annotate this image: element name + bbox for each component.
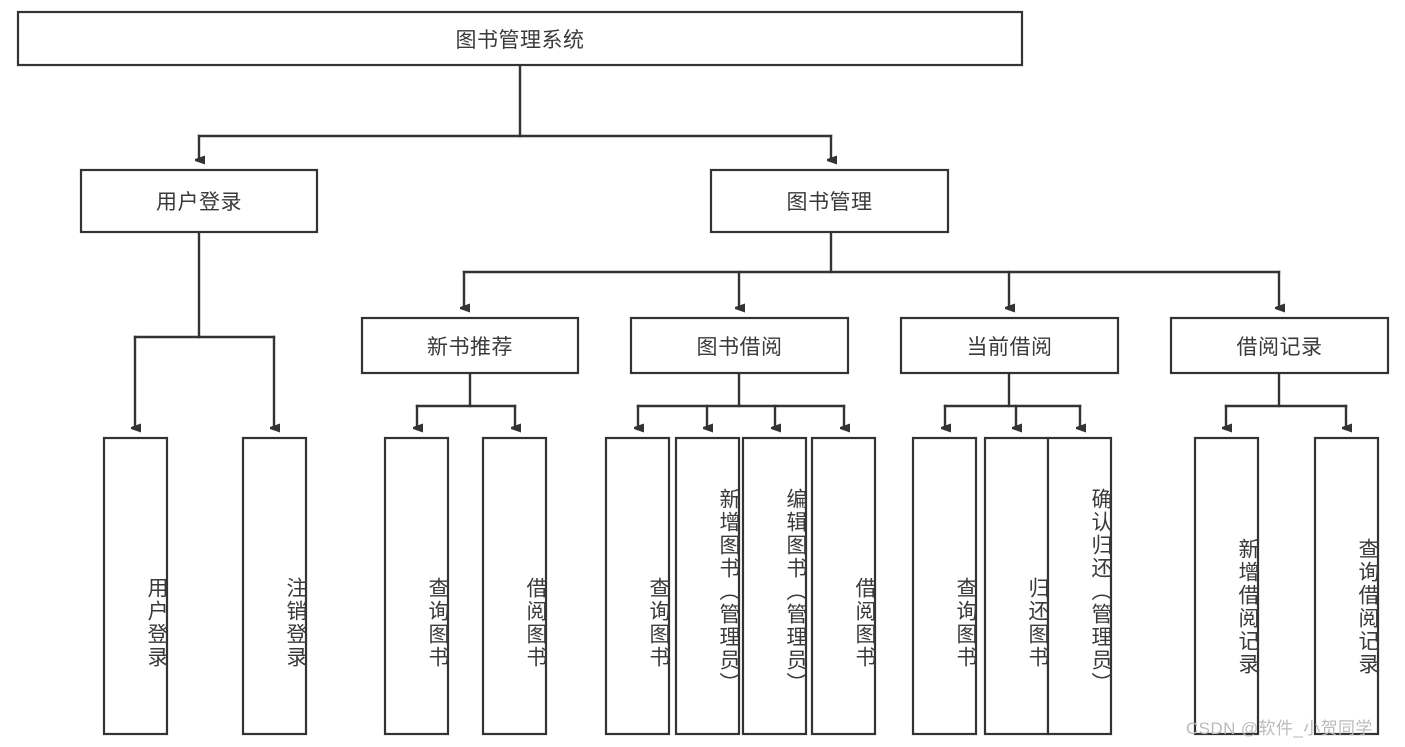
leaf-box-query-book-current[interactable] [911, 436, 978, 736]
connector-group-borrow [638, 371, 844, 428]
node-box-book-manage[interactable] [709, 168, 950, 234]
connector-group-book-manage [464, 230, 1279, 308]
leaf-box-edit-book-admin[interactable] [741, 436, 808, 736]
node-box-book-borrow[interactable] [629, 316, 850, 375]
leaf-box-borrow-book-new[interactable] [481, 436, 548, 736]
node-box-user-login[interactable] [79, 168, 319, 234]
connector-group-borrow-record [1226, 371, 1346, 428]
leaf-box-query-borrow-record[interactable] [1313, 436, 1380, 736]
node-box-borrow-record[interactable] [1169, 316, 1390, 375]
connector-group-new-book [417, 371, 515, 428]
node-box-current-borrow[interactable] [899, 316, 1120, 375]
leaf-box-query-book-new[interactable] [383, 436, 450, 736]
leaf-box-borrow-book[interactable] [810, 436, 877, 736]
leaf-box-user-login[interactable] [102, 436, 169, 736]
leaf-box-add-book-admin[interactable] [674, 436, 741, 736]
leaf-box-add-borrow-record[interactable] [1193, 436, 1260, 736]
leaf-box-query-book-borrow[interactable] [604, 436, 671, 736]
connector-group-root [199, 63, 831, 160]
leaf-box-return-book[interactable] [983, 436, 1050, 736]
connector-group-current-borrow [945, 371, 1080, 428]
node-box-new-book-recommend[interactable] [360, 316, 580, 375]
csdn-watermark: CSDN @软件_小贺同学 [1186, 719, 1373, 738]
node-box-root[interactable] [16, 10, 1024, 67]
connector-group-user-login [135, 230, 274, 428]
leaf-box-logout[interactable] [241, 436, 308, 736]
leaf-box-confirm-return-admin[interactable] [1046, 436, 1113, 736]
